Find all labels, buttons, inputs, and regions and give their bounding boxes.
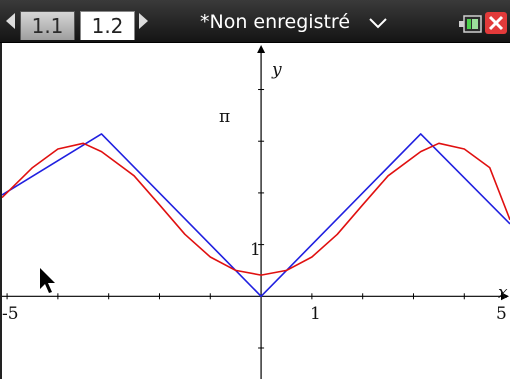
title-bar: 1.1 1.2 *Non enregistré [0,0,510,43]
x-unit-label: 1 [310,304,321,324]
mouse-pointer-icon [40,268,55,293]
y-axis-arrow [257,45,266,53]
document-title[interactable]: *Non enregistré [200,11,351,33]
x-min-label: -5 [2,304,19,324]
graph-area[interactable]: y x -5 5 1 1 π [0,43,510,379]
tab-page-1-1[interactable]: 1.1 [20,11,75,40]
tab-page-1-2[interactable]: 1.2 [80,11,135,40]
battery-icon [459,15,482,33]
triangle-wave-line [2,133,510,298]
y-axis-label: y [271,60,282,80]
right-arrow-icon[interactable] [139,13,148,29]
graph-plot[interactable]: y x -5 5 1 1 π [2,43,510,379]
axes [2,45,509,379]
x-axis-label: x [498,283,508,303]
chevron-down-icon[interactable] [368,17,388,29]
graph-series [2,133,510,298]
pi-label: π [219,107,230,127]
close-button[interactable] [485,12,507,34]
smooth-curve-line [2,142,510,276]
left-arrow-icon[interactable] [6,13,15,29]
x-max-label: 5 [496,304,507,324]
axis-ticks [6,89,465,349]
y-unit-label: 1 [250,240,261,260]
close-icon [488,15,504,31]
x-axis-arrow [501,292,509,301]
